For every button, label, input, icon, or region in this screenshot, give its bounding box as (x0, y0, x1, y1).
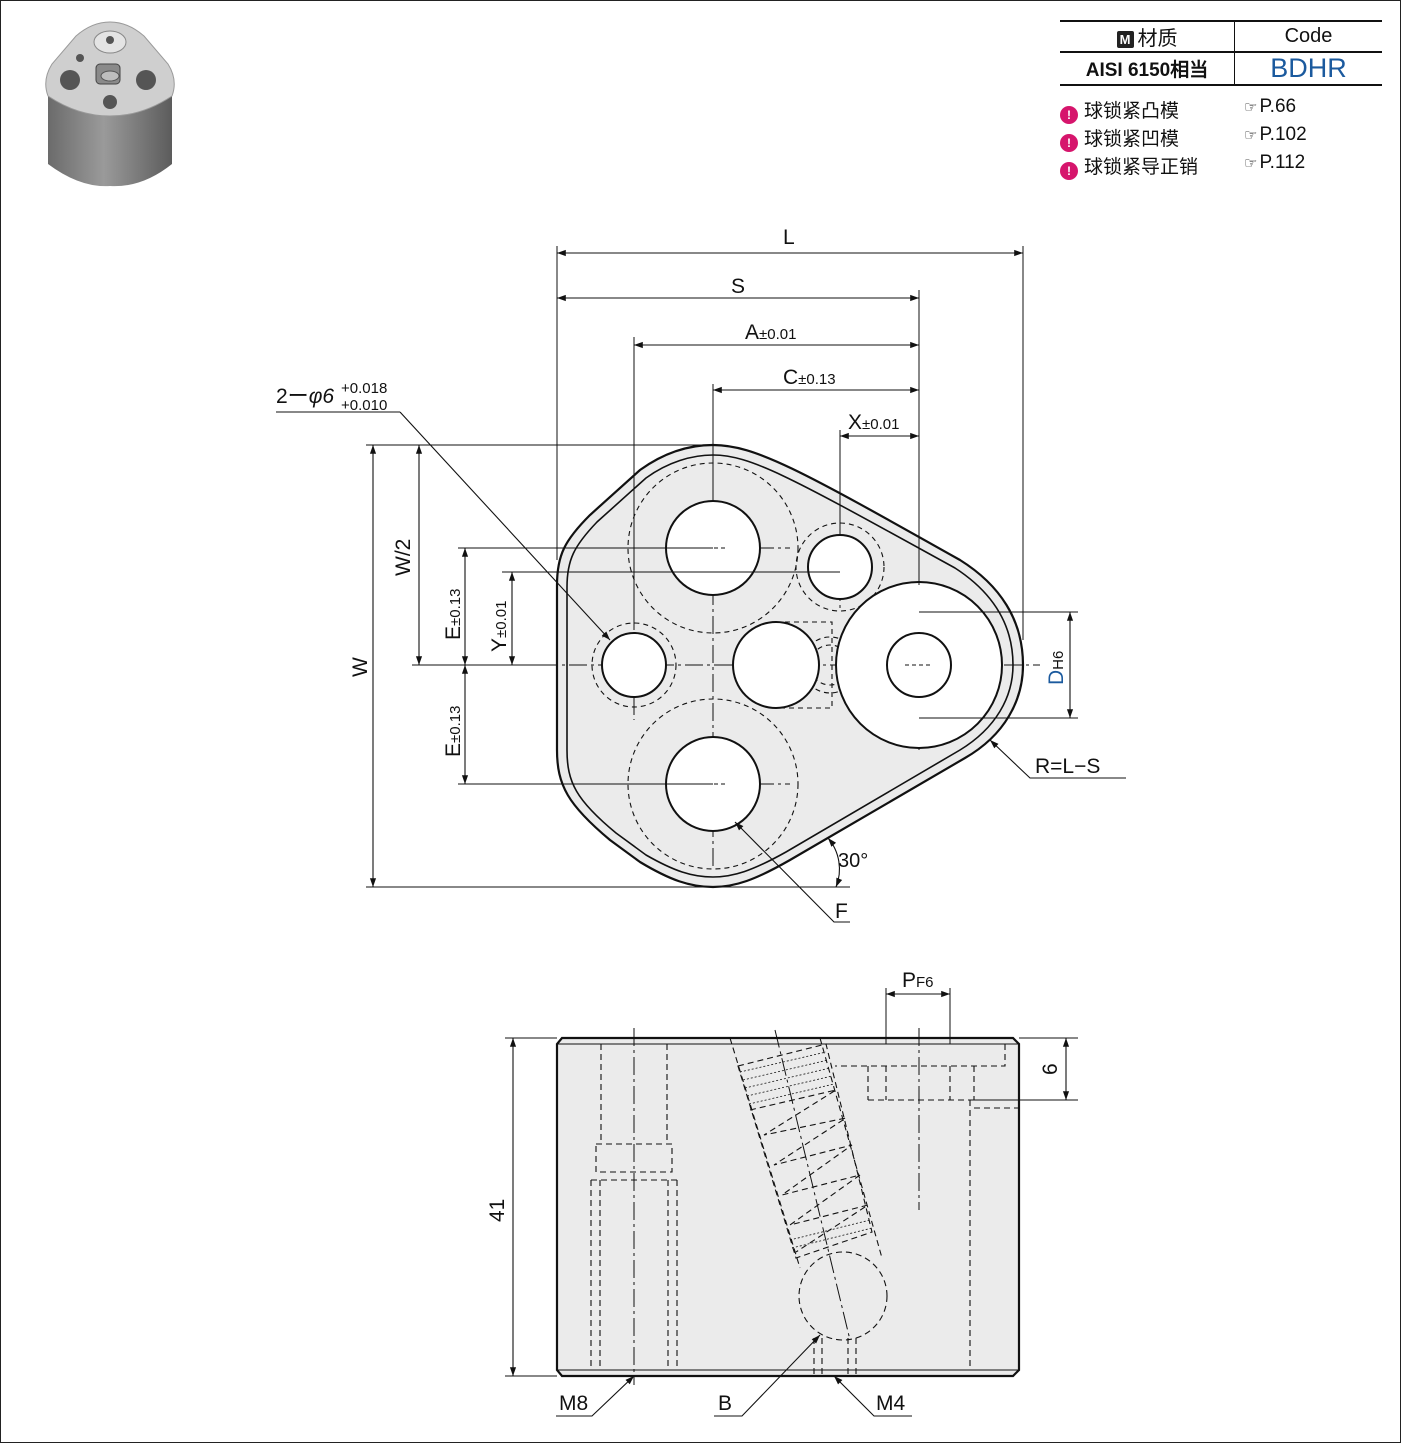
dim-X: X±0.01 (848, 411, 899, 434)
dim-L: L (783, 226, 795, 249)
label-M8: M8 (559, 1392, 588, 1415)
dim-41: 41 (486, 1199, 509, 1222)
pointing-hand-icon: ☞ (1244, 99, 1258, 116)
pin-callout: 2ーφ6 (276, 385, 334, 408)
dim-A: A±0.01 (745, 321, 796, 344)
radius-note: R=L−S (1035, 755, 1100, 778)
related-part-page[interactable]: P.102 (1259, 124, 1307, 145)
material-header: 材质 (1137, 28, 1178, 50)
related-part-label: 球锁紧凹模 (1084, 129, 1180, 150)
product-photo (45, 21, 175, 187)
label-F: F (835, 900, 848, 923)
related-part-label: 球锁紧凸模 (1084, 101, 1180, 122)
location-pin-icon: ! (1060, 134, 1078, 152)
dim-W: W (349, 657, 372, 677)
dim-P: PF6 (902, 969, 934, 992)
related-part-3[interactable]: ! 球锁紧导正销 ☞P.112 (1060, 152, 1305, 180)
plate-chamfer-outline (566, 454, 1014, 878)
pointing-hand-icon: ☞ (1244, 127, 1258, 144)
material-icon: M (1116, 31, 1134, 48)
code-header: Code (1234, 20, 1382, 53)
dim-S: S (731, 275, 745, 298)
dim-C: C±0.13 (783, 366, 836, 389)
location-pin-icon: ! (1060, 162, 1078, 180)
dim-Y: Y±0.01 (488, 601, 511, 652)
block-outline (555, 1036, 1021, 1378)
pin-tol-upper: +0.018 (341, 380, 387, 397)
related-part-page[interactable]: P.112 (1259, 152, 1306, 173)
angle-30: 30° (838, 850, 868, 872)
pin-tol-lower: +0.010 (341, 397, 387, 414)
dim-6: 6 (1039, 1063, 1062, 1075)
related-part-1[interactable]: ! 球锁紧凸模 ☞P.66 (1060, 96, 1296, 124)
dim-D: DH6 (1045, 651, 1068, 685)
dim-W2: W/2 (392, 539, 415, 576)
related-part-label: 球锁紧导正销 (1084, 157, 1199, 178)
top-view: L S A±0.01 C±0.13 X±0.01 2ーφ6 +0.018 +0.… (276, 226, 1126, 923)
location-pin-icon: ! (1060, 106, 1078, 124)
dim-E-lower: E±0.13 (442, 706, 465, 757)
label-M4: M4 (876, 1392, 905, 1415)
pointing-hand-icon: ☞ (1244, 155, 1258, 172)
code-value: BDHR (1234, 51, 1382, 86)
dim-E-upper: E±0.13 (442, 589, 465, 640)
related-part-page[interactable]: P.66 (1259, 96, 1297, 117)
material-value: AISI 6150相当 (1060, 51, 1235, 86)
related-part-2[interactable]: ! 球锁紧凹模 ☞P.102 (1060, 124, 1307, 152)
side-view: PF6 6 41 M8 B M4 (486, 969, 1078, 1417)
label-B: B (718, 1392, 732, 1415)
